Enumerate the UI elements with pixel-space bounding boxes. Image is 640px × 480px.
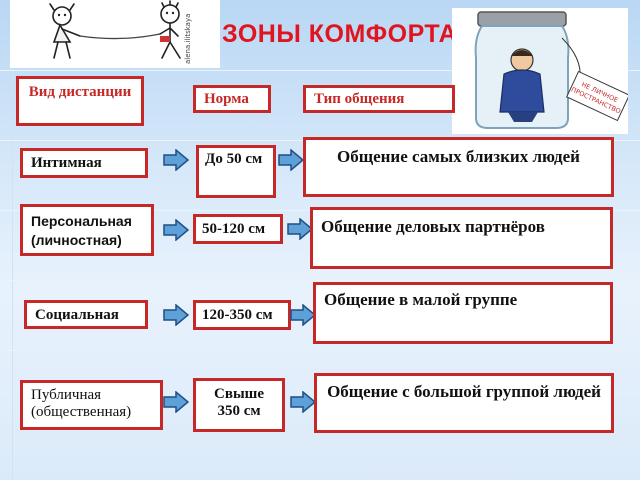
zone-social: Социальная <box>24 300 148 329</box>
norm-personal: 50-120 см <box>193 214 283 244</box>
illustration-signature: alena.ilitskaya <box>184 13 192 64</box>
communication-social: Общение в малой группе <box>313 282 613 344</box>
header-communication-type: Тип общения <box>303 85 455 113</box>
background-guide-line <box>12 0 13 480</box>
header-distance-type: Вид дистанции <box>16 76 144 126</box>
arrow-right-icon <box>290 391 316 413</box>
background-line <box>0 350 640 351</box>
arrow-right-icon <box>163 304 189 326</box>
header-norm: Норма <box>193 85 271 113</box>
zone-intimate: Интимная <box>20 148 148 178</box>
norm-public: Свыше 350 см <box>193 378 285 432</box>
arrow-right-icon <box>278 149 304 171</box>
arrow-right-icon <box>287 218 313 240</box>
norm-intimate: До 50 см <box>196 145 276 198</box>
communication-public: Общение с большой группой людей <box>314 373 614 433</box>
background-line <box>0 280 640 281</box>
background-line <box>0 70 640 71</box>
zone-personal: Персональная (личностная) <box>20 204 154 256</box>
arrow-right-icon <box>163 219 189 241</box>
person-in-jar-icon: НЕ ЛИЧНОЕ ПРОСТРАНСТВО <box>474 11 630 129</box>
communication-personal: Общение деловых партнёров <box>310 207 613 269</box>
arrow-right-icon <box>163 149 189 171</box>
rope-pull-illustration <box>10 0 220 68</box>
communication-intimate: Общение самых близких людей <box>303 137 614 197</box>
person-in-jar-illustration: НЕ ЛИЧНОЕ ПРОСТРАНСТВО <box>452 8 630 134</box>
two-people-pulling-rope-icon <box>49 0 181 59</box>
zone-public: Публичная (общественная) <box>20 380 163 430</box>
arrow-right-icon <box>290 304 316 326</box>
norm-social: 120-350 см <box>193 300 291 330</box>
page-title: ЗОНЫ КОМФОРТА <box>222 20 458 48</box>
arrow-right-icon <box>163 391 189 413</box>
